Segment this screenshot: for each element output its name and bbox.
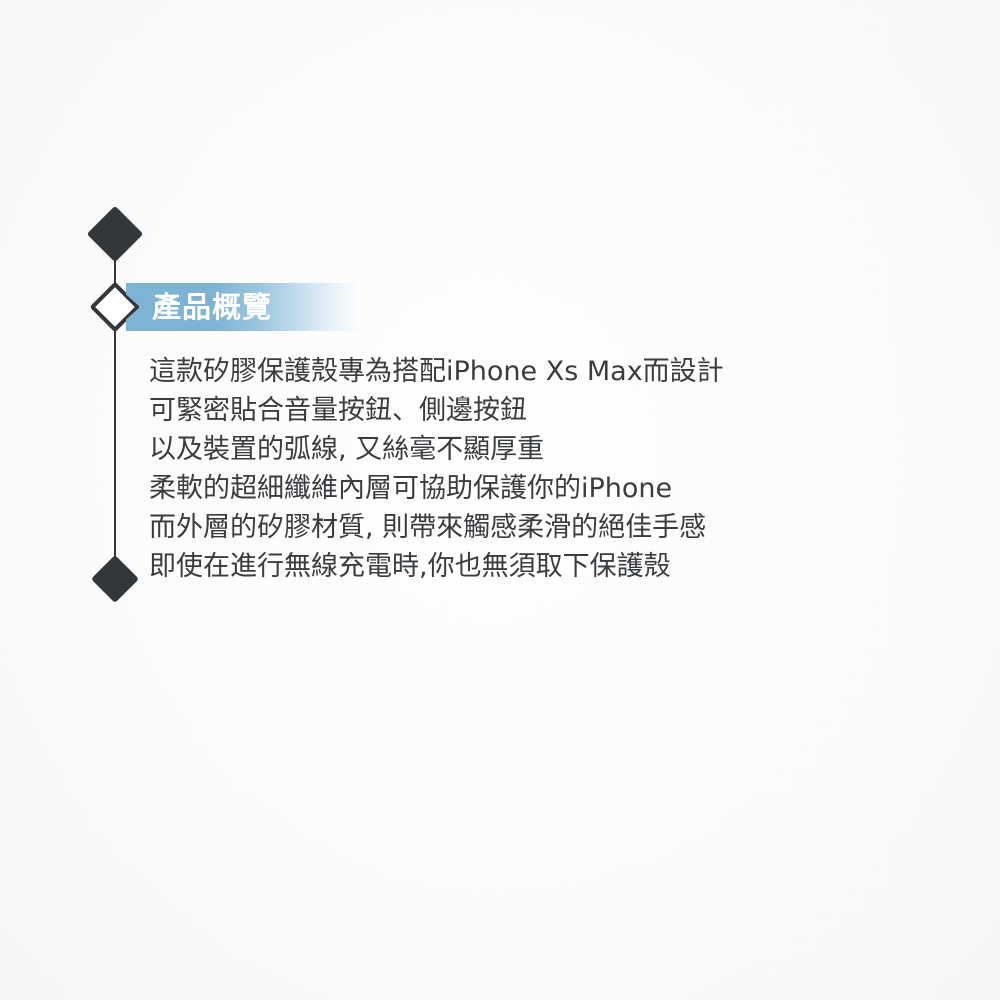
description-line: 可緊密貼合音量按鈕、側邊按鈕 bbox=[149, 395, 527, 426]
timeline-vertical-line bbox=[114, 234, 116, 582]
description-line: 而外層的矽膠材質, 則帶來觸感柔滑的絕佳手感 bbox=[149, 512, 707, 543]
diamond-marker-bottom-icon bbox=[90, 554, 140, 604]
diamond-marker-top-icon bbox=[86, 205, 144, 263]
description-line: 以及裝置的弧線, 又絲毫不顯厚重 bbox=[149, 434, 545, 465]
description-line: 柔軟的超細纖維內層可協助保護你的iPhone bbox=[149, 473, 673, 504]
section-title: 產品概覽 bbox=[152, 289, 273, 324]
product-description-block: 這款矽膠保護殼專為搭配iPhone Xs Max而設計 可緊密貼合音量按鈕、側邊… bbox=[149, 352, 969, 586]
description-line: 即使在進行無線充電時,你也無須取下保護殼 bbox=[149, 551, 671, 582]
timeline-rail bbox=[0, 0, 240, 620]
section-header-banner: 產品概覽 bbox=[126, 283, 358, 331]
description-line: 這款矽膠保護殼專為搭配iPhone Xs Max而設計 bbox=[149, 356, 724, 387]
